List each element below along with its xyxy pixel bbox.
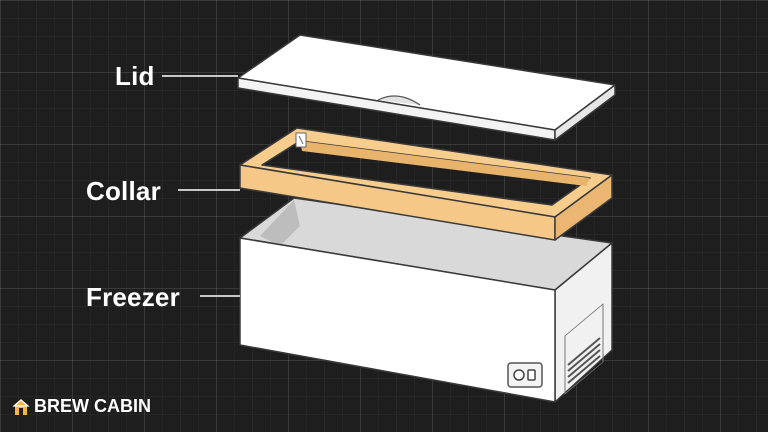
freezer-control-panel [507, 362, 543, 388]
freezer-vent [564, 303, 604, 395]
freezer-label: Freezer [86, 282, 180, 312]
collar-right [554, 174, 613, 241]
freezer-front [239, 237, 556, 403]
leader-lines [162, 75, 240, 297]
collar-frame [239, 127, 613, 241]
freezer-interior-back [260, 200, 300, 246]
collar-inner-wall [300, 141, 590, 186]
lid-label: Lid [115, 61, 155, 91]
brand-logo: BREW CABIN [12, 396, 151, 417]
lid-right [554, 84, 616, 141]
house-cabin-icon [12, 398, 30, 415]
brand-name: BREW CABIN [34, 396, 151, 416]
lid-handle [377, 95, 421, 106]
lid [237, 34, 616, 141]
freezer-body [239, 197, 613, 403]
collar-label: Collar [86, 176, 161, 206]
